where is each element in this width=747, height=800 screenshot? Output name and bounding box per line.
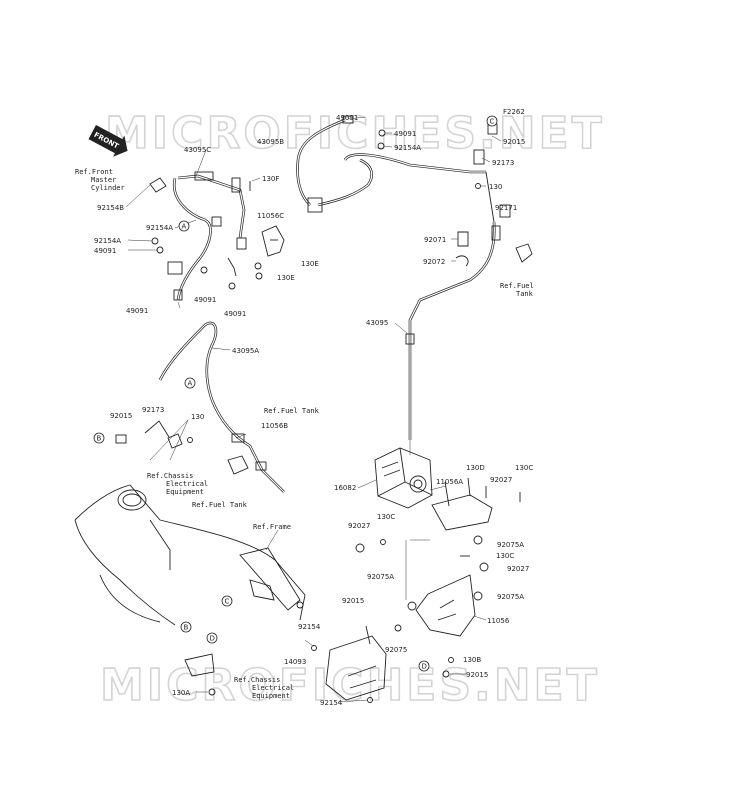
part-label: 130B bbox=[463, 656, 481, 664]
part-label: 11056 bbox=[487, 617, 510, 625]
part-label: 92075 bbox=[385, 646, 407, 654]
part-label: 92154A bbox=[394, 144, 421, 152]
svg-text:A: A bbox=[182, 223, 187, 231]
bracket-11056 bbox=[415, 574, 476, 637]
part-label: 92173 bbox=[142, 406, 164, 414]
part-label: 92027 bbox=[490, 476, 512, 484]
part-label: 92075A bbox=[497, 593, 524, 601]
svg-text:Tank: Tank bbox=[516, 290, 534, 298]
part-label: 14093 bbox=[284, 658, 306, 666]
part-label: 130 bbox=[191, 413, 204, 421]
diagram-code: F2262 bbox=[503, 108, 525, 116]
part-label: 130C bbox=[515, 464, 533, 472]
svg-text:B: B bbox=[184, 624, 189, 632]
part-label: 92154B bbox=[97, 204, 124, 212]
part-label: 130C bbox=[377, 513, 395, 521]
svg-text:Electrical: Electrical bbox=[166, 480, 208, 488]
callout-a-2: A bbox=[184, 377, 196, 389]
part-label: 92015 bbox=[466, 671, 488, 679]
part-label: 92072 bbox=[423, 258, 445, 266]
bracket-11056a bbox=[431, 477, 521, 601]
ref-chassis-electrical-mid: Ref.Chassis Electrical Equipment bbox=[147, 472, 208, 496]
part-label: 92027 bbox=[348, 522, 370, 530]
part-label: 49091 bbox=[336, 114, 358, 122]
frame-outline bbox=[74, 484, 306, 626]
callout-c-2: C bbox=[221, 595, 233, 607]
svg-text:B: B bbox=[97, 435, 102, 443]
part-label: 130C bbox=[496, 552, 514, 560]
hose-43095b bbox=[254, 115, 386, 280]
svg-text:D: D bbox=[210, 635, 215, 643]
part-label: 11056C bbox=[257, 212, 284, 220]
watermark-bottom: MICROFICHES.NET bbox=[100, 660, 600, 711]
svg-text:Ref.Chassis: Ref.Chassis bbox=[234, 676, 280, 684]
ref-fuel-tank-low: Ref.Fuel Tank bbox=[192, 501, 248, 509]
part-labels: 43095C 130F 92154B 92154A 92154A 49091 4… bbox=[94, 114, 533, 707]
part-label: 92027 bbox=[507, 565, 529, 573]
svg-text:Master: Master bbox=[91, 176, 116, 184]
svg-text:Ref.Front: Ref.Front bbox=[75, 168, 113, 176]
part-label: 11056A bbox=[436, 478, 463, 486]
part-label: 92075A bbox=[367, 573, 394, 581]
ref-front-master-cylinder: Ref.Front Master Cylinder bbox=[75, 168, 125, 192]
ref-fuel-tank-right: Ref.Fuel Tank bbox=[500, 282, 534, 298]
ref-fuel-tank-mid: Ref.Fuel Tank bbox=[264, 407, 320, 415]
part-label: 49091 bbox=[126, 307, 148, 315]
part-label: 92015 bbox=[110, 412, 132, 420]
ref-chassis-electrical-low: Ref.Chassis Electrical Equipment bbox=[234, 676, 294, 700]
svg-text:Ref.Fuel: Ref.Fuel bbox=[500, 282, 534, 290]
svg-text:Equipment: Equipment bbox=[166, 488, 204, 496]
bracket-14093 bbox=[311, 539, 454, 703]
front-hose-assembly bbox=[149, 171, 251, 301]
svg-text:C: C bbox=[490, 118, 495, 126]
part-label: 92154A bbox=[146, 224, 173, 232]
abs-unit-16082 bbox=[374, 447, 433, 509]
part-label: 11056B bbox=[261, 422, 288, 430]
part-label: 49091 bbox=[394, 130, 416, 138]
part-label: 43095B bbox=[257, 138, 284, 146]
svg-text:D: D bbox=[422, 663, 427, 671]
part-label: 92171 bbox=[495, 204, 517, 212]
part-label: 130F bbox=[262, 175, 279, 183]
leader-lines bbox=[125, 116, 506, 703]
svg-text:Ref.Chassis: Ref.Chassis bbox=[147, 472, 193, 480]
callout-c-1: C bbox=[486, 115, 498, 127]
svg-text:Cylinder: Cylinder bbox=[91, 184, 125, 192]
part-label: 130 bbox=[489, 183, 502, 191]
part-label: 43095 bbox=[366, 319, 388, 327]
part-label: 49091 bbox=[224, 310, 246, 318]
part-label: 43095C bbox=[184, 146, 211, 154]
callout-b-2: B bbox=[180, 621, 192, 633]
svg-text:C: C bbox=[225, 598, 230, 606]
main-brake-pipe bbox=[343, 123, 533, 440]
part-label: 92075A bbox=[497, 541, 524, 549]
part-label: 92173 bbox=[492, 159, 514, 167]
part-label: 16082 bbox=[334, 484, 356, 492]
callout-d-2: D bbox=[418, 660, 430, 672]
part-label: 130D bbox=[466, 464, 485, 472]
part-label: 130E bbox=[301, 260, 319, 268]
part-label: 130E bbox=[277, 274, 295, 282]
chassis-bracket-lower bbox=[184, 653, 216, 696]
part-label: 92154 bbox=[320, 699, 343, 707]
hose-43095a bbox=[115, 321, 285, 493]
part-label: 92154 bbox=[298, 623, 321, 631]
callout-d-1: D bbox=[206, 632, 218, 644]
part-label: 92015 bbox=[503, 138, 525, 146]
svg-text:A: A bbox=[188, 380, 193, 388]
part-label: 49091 bbox=[94, 247, 116, 255]
part-label: 92154A bbox=[94, 237, 121, 245]
svg-text:Equipment: Equipment bbox=[252, 692, 290, 700]
callout-a-1: A bbox=[178, 220, 190, 232]
ref-frame: Ref.Frame bbox=[253, 523, 291, 531]
part-label: 43095A bbox=[232, 347, 259, 355]
part-label: 130A bbox=[172, 689, 190, 697]
svg-text:Electrical: Electrical bbox=[252, 684, 294, 692]
part-label: 92015 bbox=[342, 597, 364, 605]
part-label: 49091 bbox=[194, 296, 216, 304]
callout-b-1: B bbox=[93, 432, 105, 444]
part-label: 92071 bbox=[424, 236, 446, 244]
